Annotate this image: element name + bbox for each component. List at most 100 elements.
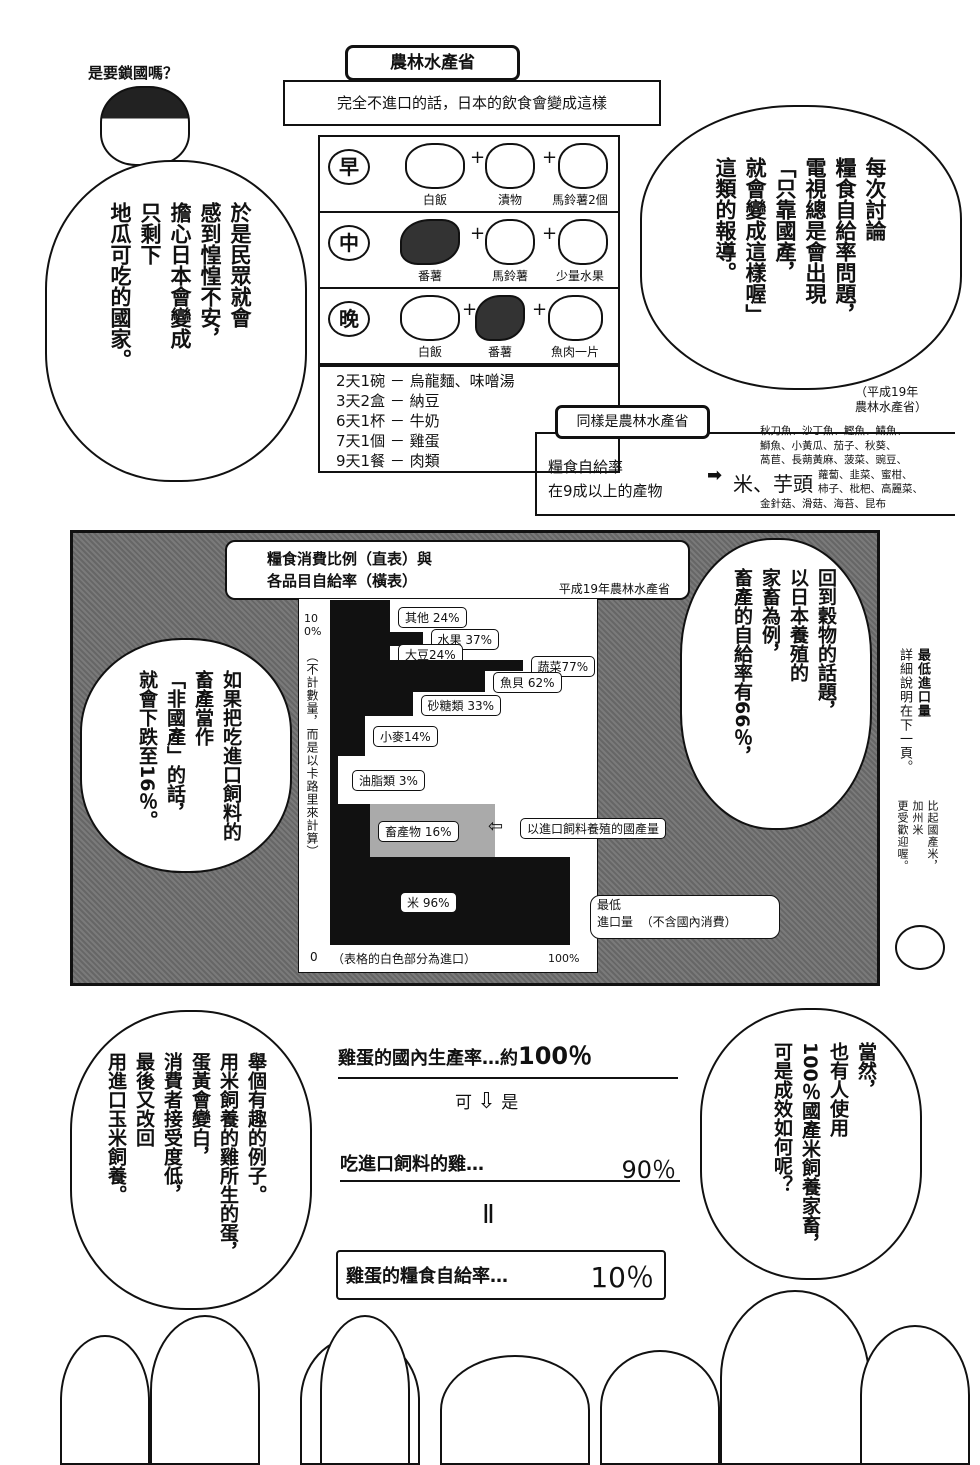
chicken-icon xyxy=(150,1315,260,1465)
chart-left-bubble: 如果把吃進口飼料的 畜產當作 「非國產」的話， 就會下跌至16％。 xyxy=(80,638,292,873)
bubble-line: 感到惶惶不安， xyxy=(198,202,222,349)
chicken-icon xyxy=(60,1335,150,1465)
bubble-line: 只剩下 xyxy=(138,202,162,265)
fruit-icon xyxy=(558,219,608,265)
meal-row-breakfast: 早 + + 白飯 漬物 馬鈴薯2個 xyxy=(320,137,618,213)
line-value: 90％ xyxy=(621,1156,676,1184)
items-line: 金針菇、滑菇、海苔、昆布 xyxy=(760,497,886,510)
bar-label: 其他 24% xyxy=(398,606,467,628)
bubble-line: 「只靠國產， xyxy=(773,157,797,283)
rice-bowl-icon xyxy=(400,295,460,341)
food-label: 白飯 xyxy=(417,345,442,359)
potato-icon xyxy=(485,219,535,265)
bubble-line: 電視總是會出現 xyxy=(803,157,827,304)
bar-油脂類 xyxy=(330,755,338,805)
food-label: 魚肉一片 xyxy=(550,345,599,359)
left-speech-bubble: 於是民眾就會 感到惶惶不安， 擔心日本會變成 只剩下 地瓜可吃的國家。 xyxy=(45,160,307,482)
label-line: 在9成以上的產物 xyxy=(548,482,663,500)
bubble-line: 最後又改回 xyxy=(133,1052,155,1147)
bubble-line: 用米飼養的雞所生的蛋， xyxy=(217,1052,239,1261)
source-line: 農林水產省） xyxy=(855,400,928,414)
bar-label: 蔬菜77% xyxy=(530,656,596,678)
but-connector: 可 ⇩ 是 xyxy=(455,1088,518,1114)
bar-label: 米 96% xyxy=(400,892,457,913)
mascot-icon xyxy=(895,925,945,970)
y-axis-label: （不計數量，而是以卡路里來計算） xyxy=(305,650,319,858)
bubble-line: 畜產的自給率有66％， xyxy=(731,568,753,766)
y-top-tick: 100% xyxy=(304,612,322,638)
frequency-list: 2天1碗 － 烏龍麵、味噌湯 3天2盒 － 納豆 6天1杯 － 牛奶 7天1個 … xyxy=(318,365,620,473)
meal-badge: 中 xyxy=(328,225,370,261)
meal-badge: 晚 xyxy=(328,301,370,337)
egg-self-sufficiency: 雞蛋的糧食自給率… 10％ xyxy=(336,1250,666,1300)
line-label: 吃進口飼料的雞… xyxy=(340,1154,484,1175)
character-head xyxy=(100,86,190,166)
bar-砂糖類 xyxy=(330,691,413,716)
line-label: 雞蛋的國內生產率…約 xyxy=(338,1048,518,1069)
bar-水果 xyxy=(330,631,423,646)
chicken-icon xyxy=(440,1355,590,1465)
food-label: 番薯 xyxy=(417,269,442,283)
items-line: 柿子、枇杷、高麗菜、 xyxy=(818,483,923,495)
items-line: 鰤魚、小黃瓜、茄子、秋葵、 xyxy=(760,439,897,452)
other-items: 秋刀魚、沙丁魚、鰹魚、鯖魚、 鰤魚、小黃瓜、茄子、秋葵、 萵苣、長蒴黃麻、菠菜、… xyxy=(760,424,923,511)
bubble-line: 如果把吃進口飼料的 xyxy=(220,670,242,841)
bar-label: 小麥14% xyxy=(373,726,438,748)
bubble-line: 擔心日本會變成 xyxy=(168,202,192,349)
bar-大豆 xyxy=(330,645,390,661)
bar-label: 畜產物 16% xyxy=(378,821,459,843)
source-line: （平成19年 xyxy=(855,385,919,399)
meal-row-dinner: 晚 + + 白飯 番薯 魚肉一片 xyxy=(320,289,618,365)
equals-sign: Ⅱ xyxy=(482,1200,495,1230)
bar-label: 魚貝 62% xyxy=(493,671,562,693)
bubble-line: 家畜為例， xyxy=(759,568,781,663)
but-text: 是 xyxy=(501,1093,519,1113)
items-line: 萵苣、長蒴黃麻、菠菜、豌豆、 xyxy=(760,454,907,466)
bar-魚貝 xyxy=(330,670,485,693)
list-item: 9天1餐 － 肉類 xyxy=(336,452,440,470)
fish-icon xyxy=(548,295,603,341)
x-tick-0: 0 xyxy=(310,950,318,964)
food-label: 馬鈴薯2個 xyxy=(552,193,608,207)
line-value: 100％ xyxy=(518,1042,593,1070)
food-label: 白飯 xyxy=(422,193,447,207)
bubble-line: 這類的報導。 xyxy=(713,157,737,283)
pickles-icon xyxy=(485,143,535,189)
min-import-callout: 最低 進口量 （不含國內消費） xyxy=(590,895,780,939)
callout-note: （不含國內消費） xyxy=(640,915,737,929)
bubble-line: 舉個有趣的例子。 xyxy=(245,1052,267,1204)
left-arrow-icon: ⇦ xyxy=(488,816,504,837)
self-sufficiency-label: 糧食自給率 在9成以上的產物 xyxy=(548,455,663,503)
bar-小麥 xyxy=(330,715,365,756)
chicken-icon xyxy=(860,1325,970,1465)
imported-feed-rate: 吃進口飼料的雞… 90％ xyxy=(340,1150,680,1184)
bubble-line: 100％國產米飼養家畜， xyxy=(799,1042,821,1253)
rice-bowl-icon xyxy=(405,143,465,189)
chart-right-bubble: 回到穀物的話題， 以日本養殖的 家畜為例， 畜產的自給率有66％， xyxy=(680,538,872,830)
feed-callout: 以進口飼料養殖的國產量 xyxy=(520,818,667,839)
items-line: 秋刀魚、沙丁魚、鰹魚、鯖魚、 xyxy=(760,425,907,437)
list-item: 6天1杯 － 牛奶 xyxy=(336,412,440,430)
chicken-icon xyxy=(320,1315,410,1465)
sweet-potato-icon xyxy=(400,219,460,265)
right-arrow-icon: ➡ xyxy=(707,465,723,486)
note-line: 加州米 xyxy=(911,800,924,836)
bubble-line: 就會下跌至16％。 xyxy=(136,670,158,830)
margin-note-rice: 比起國產米， 加州米 更受歡迎喔。 xyxy=(895,800,940,910)
bubble-line: 以日本養殖的 xyxy=(787,568,809,682)
x-tick-100: 100% xyxy=(548,952,580,965)
list-item: 7天1個 － 雞蛋 xyxy=(336,432,440,450)
bubble-line: 也有人使用 xyxy=(827,1042,849,1137)
bar-其他 xyxy=(330,600,390,633)
potato-icon xyxy=(558,143,608,189)
label-line: 糧食自給率 xyxy=(548,458,624,476)
chart-title-line: 各品目自給率（橫表） xyxy=(267,572,418,590)
line-label: 雞蛋的糧食自給率… xyxy=(346,1266,508,1287)
bubble-line: 蛋黃會變白， xyxy=(189,1052,211,1166)
items-line: 蘿蔔、韭菜、蜜柑、 xyxy=(818,468,913,481)
subtitle-box: 完全不進口的話，日本的飲食會變成這樣 xyxy=(283,80,661,126)
meal-row-lunch: 中 + + 番薯 馬鈴薯 少量水果 xyxy=(320,213,618,289)
note-line: 比起國產米， xyxy=(926,800,939,872)
egg-left-bubble: 舉個有趣的例子。 用米飼養的雞所生的蛋， 蛋黃會變白， 消費者接受度低， 最後又… xyxy=(70,1010,312,1310)
bar-label: 大豆24% xyxy=(398,643,463,665)
